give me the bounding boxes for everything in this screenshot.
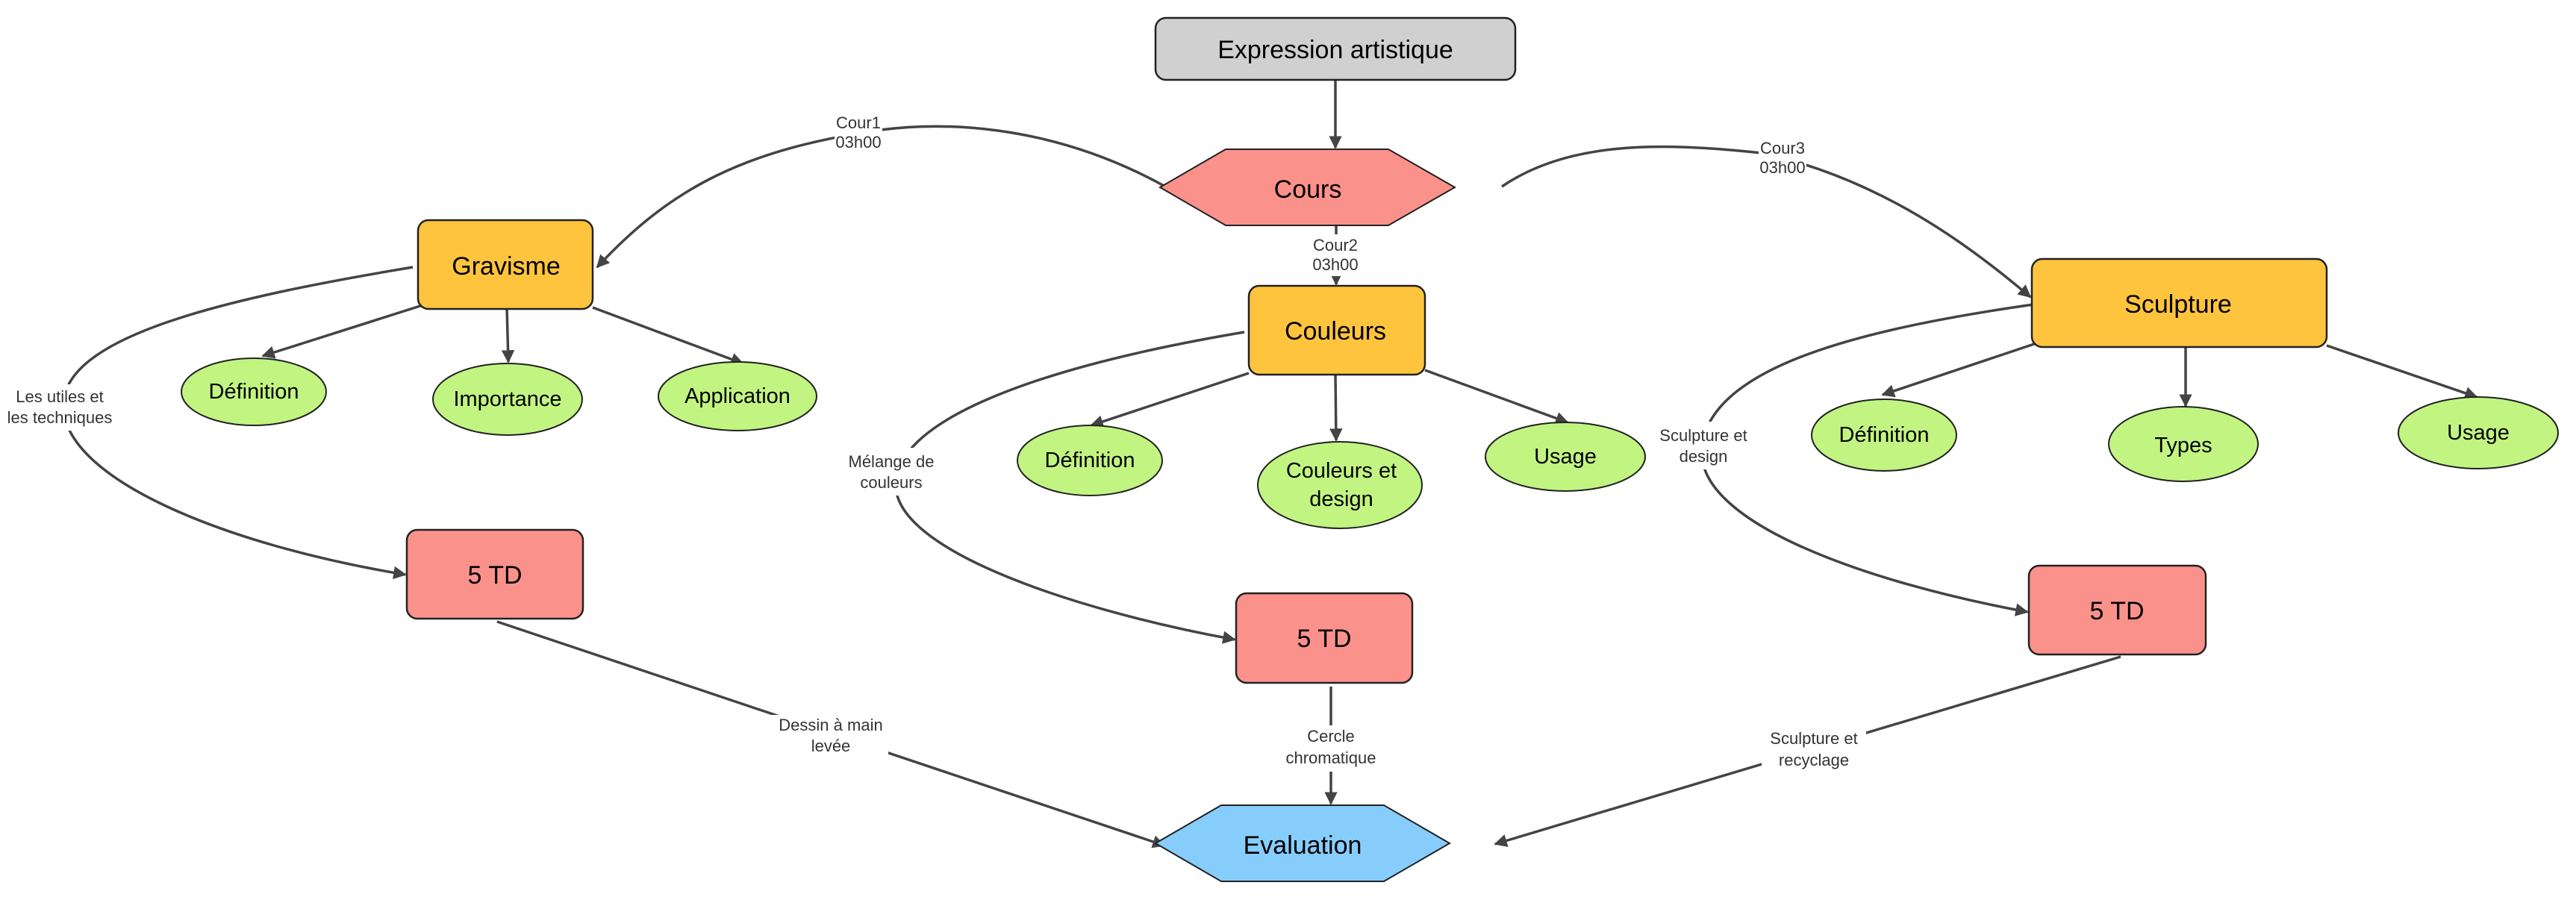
node-shape (1257, 441, 1423, 529)
node-couleurs-design[interactable]: Couleurs et design (1257, 441, 1423, 529)
node-shape (1154, 16, 1517, 81)
svg-text:Gravisme: Gravisme (452, 252, 560, 281)
node-shape (2027, 564, 2207, 656)
node-expression-artistique[interactable]: Expression artistique (1154, 16, 1517, 81)
svg-text:Cercle: Cercle (1307, 727, 1355, 746)
svg-text:Types: Types (2154, 434, 2212, 457)
node-evaluation[interactable]: Evaluation (1154, 804, 1451, 882)
edge-gravisme-importance[interactable] (501, 307, 515, 363)
edge-couleurs-design[interactable] (1329, 374, 1343, 442)
node-sculpture-types[interactable]: Types (2108, 406, 2259, 482)
svg-text:Usage: Usage (1534, 445, 1597, 469)
node-td-gravisme[interactable]: 5 TD (405, 528, 584, 620)
node-shape (417, 219, 594, 310)
svg-text:5 TD: 5 TD (467, 561, 522, 590)
edge-label-tdleft-evaluation: Dessin à main levée (769, 715, 888, 761)
svg-text:03h00: 03h00 (835, 133, 881, 151)
edge-sculpture-usage[interactable] (2326, 344, 2478, 400)
node-shape (1154, 804, 1451, 882)
node-gravisme[interactable]: Gravisme (417, 219, 594, 310)
svg-text:design: design (1680, 447, 1728, 466)
node-shape (2030, 257, 2328, 349)
node-sculpture-usage[interactable]: Usage (2398, 396, 2559, 469)
svg-text:Définition: Définition (209, 380, 299, 404)
node-td-sculpture[interactable]: 5 TD (2027, 564, 2207, 656)
svg-text:Cour3: Cour3 (1760, 139, 1805, 157)
node-cours[interactable]: Cours (1158, 149, 1457, 226)
svg-text:Mélange de: Mélange de (849, 452, 935, 471)
svg-text:Les utiles et: Les utiles et (16, 387, 103, 406)
node-sculpture[interactable]: Sculpture (2030, 257, 2328, 349)
svg-text:Sculpture: Sculpture (2124, 290, 2232, 319)
svg-text:Usage: Usage (2447, 421, 2510, 445)
edge-label-tdmid-evaluation: Cercle chromatique (1276, 725, 1388, 772)
node-shape (658, 361, 817, 431)
node-gravisme-importance[interactable]: Importance (432, 363, 583, 436)
svg-text:Expression artistique: Expression artistique (1217, 36, 1453, 64)
edge-couleurs-usage[interactable] (1424, 369, 1569, 425)
node-shape (1247, 284, 1426, 376)
svg-text:design: design (1309, 487, 1373, 511)
svg-text:Dessin à main: Dessin à main (779, 716, 882, 734)
node-shape (1811, 399, 1957, 472)
edge-label-cour2: Cour2 03h00 (1310, 234, 1361, 276)
svg-text:couleurs: couleurs (860, 473, 922, 492)
edge-labels: Cour1 03h00 Cour2 03h00 Cour3 03h00 Les … (4, 110, 1866, 774)
svg-text:Cour1: Cour1 (836, 113, 881, 132)
edge-gravisme-application[interactable] (592, 306, 744, 366)
svg-text:Application: Application (684, 384, 790, 408)
node-couleurs[interactable]: Couleurs (1247, 284, 1426, 376)
edge-label-cour1: Cour1 03h00 (835, 110, 882, 152)
svg-text:Sculpture et: Sculpture et (1770, 729, 1857, 748)
edge-label-cour3: Cour3 03h00 (1759, 136, 1806, 178)
svg-text:Importance: Importance (453, 387, 561, 411)
nodes: Expression artistique Cours Gravisme Cou… (181, 16, 2559, 882)
edge-couleurs-definition[interactable] (1090, 372, 1250, 428)
node-shape (2108, 406, 2259, 482)
svg-text:recyclage: recyclage (1779, 751, 1849, 769)
svg-text:Définition: Définition (1839, 423, 1930, 447)
node-couleurs-definition[interactable]: Définition (1017, 425, 1163, 496)
edge-label-tdright-evaluation: Sculpture et recyclage (1762, 728, 1866, 774)
svg-text:Cours: Cours (1274, 175, 1342, 204)
edge-label-couleurs-td: Mélange de couleurs (840, 448, 944, 496)
edge-label-gravisme-td: Les utiles et les techniques (4, 384, 116, 431)
svg-text:5 TD: 5 TD (1297, 625, 1351, 653)
edge-label-sculpture-td: Sculpture et design (1651, 422, 1756, 469)
svg-text:les techniques: les techniques (7, 408, 113, 427)
node-couleurs-usage[interactable]: Usage (1485, 422, 1646, 492)
edge-gravisme-definition[interactable] (261, 304, 423, 359)
node-shape (432, 363, 583, 436)
node-td-couleurs[interactable]: 5 TD (1235, 592, 1414, 684)
node-shape (2398, 396, 2559, 469)
svg-text:levée: levée (811, 737, 851, 755)
node-shape (1485, 422, 1646, 492)
node-gravisme-definition[interactable]: Définition (181, 357, 327, 426)
node-shape (1235, 592, 1414, 684)
svg-text:Sculpture et: Sculpture et (1659, 426, 1747, 445)
node-shape (1158, 149, 1457, 226)
svg-text:03h00: 03h00 (1312, 255, 1358, 274)
svg-text:Cour2: Cour2 (1313, 236, 1358, 254)
svg-text:Evaluation: Evaluation (1244, 831, 1362, 860)
svg-text:Définition: Définition (1045, 449, 1135, 472)
node-shape (405, 528, 584, 620)
node-gravisme-application[interactable]: Application (658, 361, 817, 431)
node-shape (1017, 425, 1163, 496)
svg-text:03h00: 03h00 (1759, 158, 1805, 177)
node-sculpture-definition[interactable]: Définition (1811, 399, 1957, 472)
edge-sculpture-definition[interactable] (1881, 342, 2037, 398)
node-shape (181, 357, 327, 426)
svg-text:Couleurs: Couleurs (1285, 317, 1386, 346)
svg-text:Couleurs et: Couleurs et (1286, 459, 1397, 483)
svg-text:5 TD: 5 TD (2089, 597, 2144, 625)
svg-text:chromatique: chromatique (1285, 749, 1376, 767)
